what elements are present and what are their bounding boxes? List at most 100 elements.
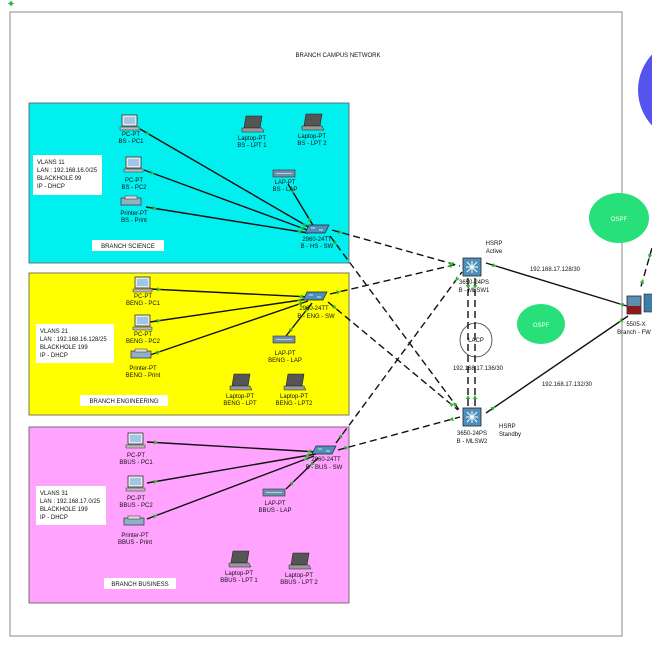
printer-icon[interactable]	[123, 515, 145, 526]
laptop-icon[interactable]	[288, 552, 312, 570]
trunk-bbus-mlsw1	[335, 271, 463, 444]
device-model: 5505-X	[626, 322, 645, 328]
link-bbus-print	[146, 455, 315, 520]
device-model: PC-PT	[127, 453, 145, 459]
subnet-label: 192.168.17.132/30	[542, 382, 593, 388]
link-fw-mlsw1	[485, 262, 631, 308]
port-indicator	[332, 240, 337, 245]
printer-icon[interactable]	[130, 348, 152, 359]
multilayer-switch-icon[interactable]	[462, 407, 482, 427]
switch-icon[interactable]	[311, 445, 337, 455]
port-indicator	[149, 170, 155, 175]
lacp-label: LACP	[468, 338, 484, 344]
device-name: B - MLSW2	[457, 439, 488, 445]
port-indicator	[338, 229, 343, 235]
device-model: 2960-24TT	[302, 237, 332, 243]
port-indicator	[297, 229, 302, 235]
device-model: Printer-PT	[121, 533, 149, 539]
device-name: BENG - PC1	[126, 301, 161, 307]
pc-icon[interactable]	[123, 156, 144, 173]
port-indicator	[465, 395, 471, 399]
port-indicator	[299, 294, 304, 299]
port-indicator	[152, 205, 157, 211]
trunk-bs-mlsw2	[329, 235, 461, 412]
lacp-bundle	[459, 322, 493, 358]
port-indicator	[639, 279, 645, 284]
zone-name-engineering: BRANCH ENGINEERING	[89, 399, 158, 405]
port-indicator	[344, 446, 349, 451]
link-bbus-pc1	[146, 441, 319, 453]
hsrp-label: HSRP	[486, 241, 503, 247]
pc-icon[interactable]	[132, 276, 153, 293]
link-bs-pc1	[139, 128, 313, 230]
switch-icon[interactable]	[302, 291, 328, 301]
device-name: BS - LPT 1	[237, 143, 267, 149]
note-line: BLACKHOLE 99	[37, 176, 82, 182]
link-bs-pc2	[143, 169, 311, 232]
device-model: 2960-24TT	[299, 306, 329, 312]
device-name: BS - Print	[121, 218, 147, 224]
link-bs-print	[145, 206, 309, 234]
device-model: Laptop-PT	[238, 136, 266, 142]
access-point-icon[interactable]	[272, 169, 296, 178]
zone-label-bg	[80, 395, 168, 406]
note-line: IP - DHCP	[40, 515, 68, 521]
switch-icon[interactable]	[304, 224, 330, 234]
pc-icon[interactable]	[119, 114, 140, 131]
port-indicator	[490, 406, 496, 411]
pc-icon[interactable]	[132, 314, 153, 331]
multilayer-switch-icon[interactable]	[462, 257, 482, 277]
device-model: Printer-PT	[129, 366, 157, 372]
port-indicator	[305, 307, 310, 312]
port-indicator	[289, 481, 294, 486]
device-name: BBUS - PC2	[119, 503, 153, 509]
port-indicator	[144, 130, 150, 135]
device-model: 3650-24PS	[459, 280, 489, 286]
ospf-area-2	[517, 304, 565, 344]
link-beng-pc1	[149, 288, 311, 298]
laptop-icon[interactable]	[283, 373, 307, 391]
access-point-icon[interactable]	[262, 488, 286, 497]
laptop-icon[interactable]	[229, 373, 253, 391]
laptop-icon[interactable]	[228, 550, 252, 568]
printer-icon[interactable]	[120, 195, 142, 206]
note-line: VLANS 11	[37, 160, 65, 166]
vlan-note-science	[33, 155, 102, 195]
port-indicator	[297, 301, 303, 306]
device-name: BBUS - Print	[118, 540, 152, 546]
port-indicator	[288, 327, 293, 332]
firewall-icon[interactable]	[626, 293, 652, 315]
port-indicator	[472, 285, 478, 289]
device-model: Laptop-PT	[225, 571, 253, 577]
port-indicator	[618, 318, 624, 323]
ospf-label: OSPF	[611, 217, 628, 223]
device-name: B - ENG - SW	[297, 314, 335, 320]
port-indicator	[455, 276, 460, 281]
port-indicator	[299, 226, 305, 231]
device-model: PC-PT	[127, 496, 145, 502]
device-model: LAP-PT	[274, 351, 295, 357]
port-indicators	[8, 1, 652, 519]
note-line: BLACKHOLE 199	[40, 345, 88, 351]
device-name: BENG - LPT2	[276, 401, 313, 407]
device-model: PC-PT	[134, 332, 152, 338]
port-indicator	[647, 254, 652, 259]
port-indicator	[310, 461, 315, 466]
zone-name-science: BRANCH SCIENCE	[101, 244, 155, 250]
pc-icon[interactable]	[125, 475, 146, 492]
trunk-bs-mlsw1	[331, 229, 461, 267]
note-line: LAN : 192.168.16.0/25	[37, 168, 98, 174]
port-indicator	[492, 262, 497, 268]
pc-icon[interactable]	[125, 432, 146, 449]
device-model: PC-PT	[125, 178, 143, 184]
wan-cloud	[638, 54, 652, 126]
note-line: VLANS 21	[40, 329, 69, 335]
device-name: BENG - LPT	[223, 401, 257, 407]
port-indicator	[8, 1, 12, 6]
link-beng-print	[149, 300, 309, 356]
port-indicator	[308, 217, 313, 223]
device-model: Laptop-PT	[285, 573, 313, 579]
laptop-icon[interactable]	[301, 113, 325, 131]
laptop-icon[interactable]	[241, 115, 265, 133]
access-point-icon[interactable]	[272, 335, 296, 344]
